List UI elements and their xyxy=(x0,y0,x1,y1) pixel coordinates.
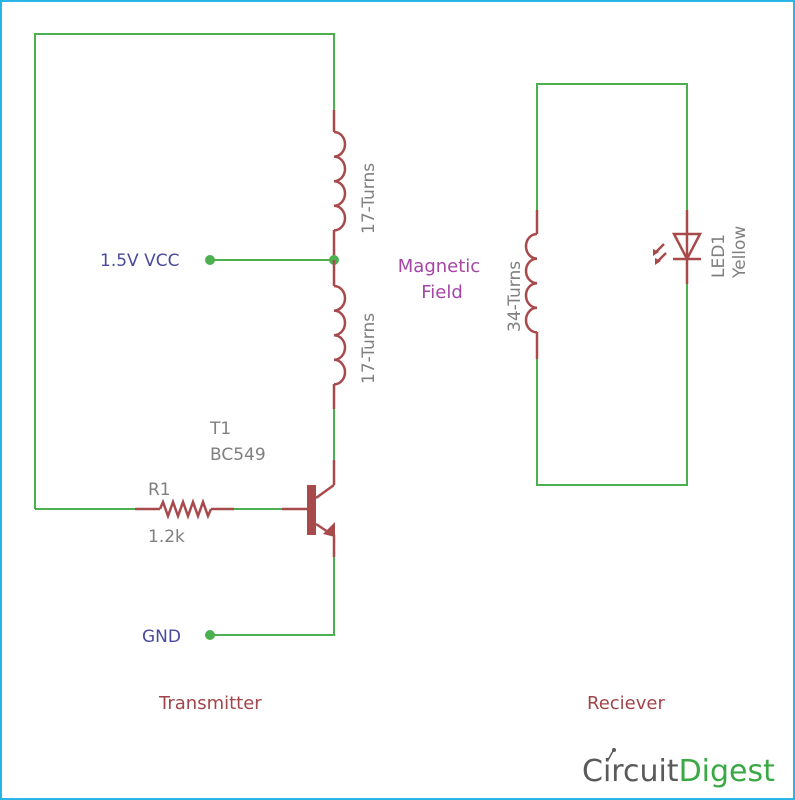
transistor-npn-icon xyxy=(282,483,336,557)
led-value: Yellow xyxy=(730,226,750,279)
receiver-circuit: 34-Turns LED1 Yellow Reciever xyxy=(505,83,750,714)
coil-receiver-label: 34-Turns xyxy=(505,261,525,332)
vcc-label: 1.5V VCC xyxy=(100,251,179,271)
logo-accent-icon xyxy=(607,750,614,761)
transmitter-circuit: 17-Turns 1.5V VCC 17-Turns xyxy=(34,33,379,714)
led-ref: LED1 xyxy=(709,234,729,278)
led-icon xyxy=(653,210,703,284)
vcc-terminal-dot[interactable] xyxy=(205,255,215,265)
resistor-ref: R1 xyxy=(148,480,171,500)
coil-bottom-label: 17-Turns xyxy=(359,313,379,384)
wire-receiver-top xyxy=(536,83,688,210)
gnd-label: GND xyxy=(142,627,181,647)
transmitter-section-label: Transmitter xyxy=(158,693,262,714)
magnetic-field-label-line2: Field xyxy=(421,282,463,303)
transistor-value: BC549 xyxy=(210,445,266,465)
wire-top-loop xyxy=(34,33,335,509)
coil-receiver-icon xyxy=(524,210,539,359)
receiver-section-label: Reciever xyxy=(587,693,665,714)
circuitdigest-logo: CircuitDigest xyxy=(582,748,775,789)
coil-top-label: 17-Turns xyxy=(359,163,379,234)
coil-bottom-icon xyxy=(332,260,347,409)
transistor-ref: T1 xyxy=(209,419,231,439)
magnetic-field-label-line1: Magnetic xyxy=(398,256,480,277)
resistor-value: 1.2k xyxy=(148,527,185,547)
coil-top-icon xyxy=(332,110,347,260)
resistor-icon xyxy=(158,498,213,520)
logo-digest: Digest xyxy=(679,754,776,789)
wire-receiver-bottom xyxy=(536,284,688,486)
gnd-terminal-dot[interactable] xyxy=(205,630,215,640)
logo-text: CircuitDigest xyxy=(582,754,775,789)
wire-gnd xyxy=(210,557,335,636)
logo-circuit: Circuit xyxy=(582,754,679,789)
logo-dot-icon xyxy=(612,748,616,752)
